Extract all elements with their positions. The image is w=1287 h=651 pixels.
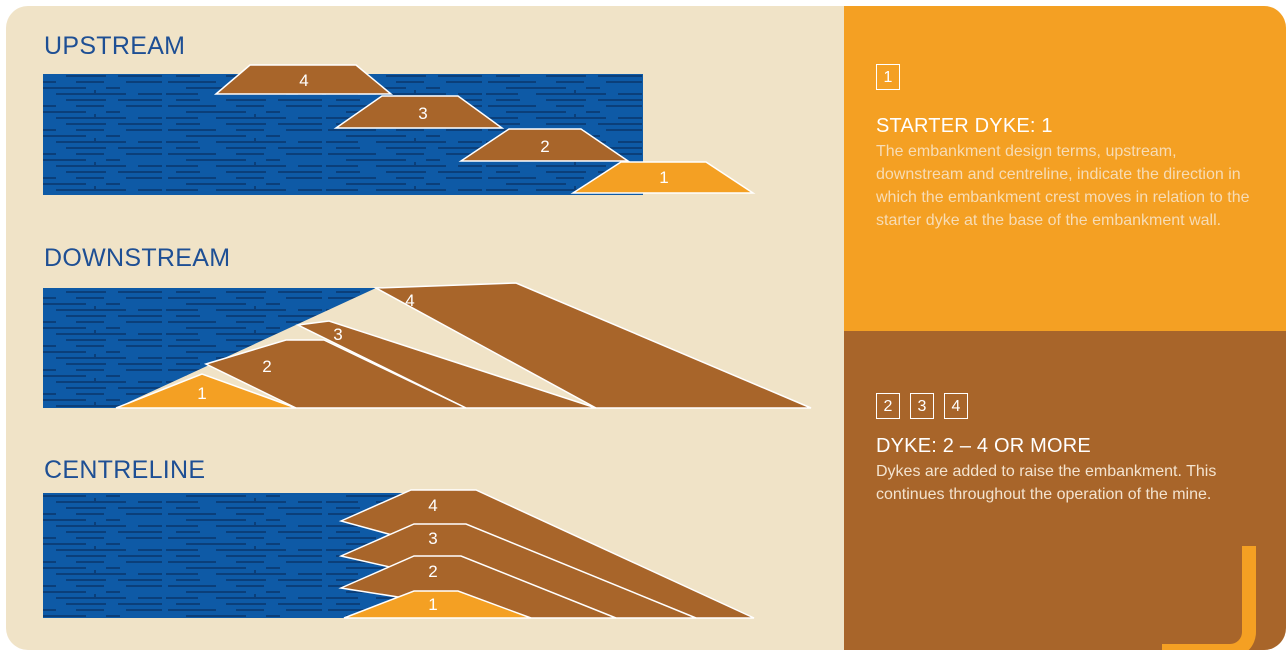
- embankment-diagrams: 4 3 2 1 4 3 2 1 4 3 2 1: [6, 6, 844, 650]
- raise-dyke-panel: 2 3 4 DYKE: 2 – 4 OR MORE Dykes are adde…: [844, 331, 1286, 650]
- centreline-dyke-3-label: 3: [428, 529, 437, 548]
- upstream-dyke-2-label: 2: [540, 137, 549, 156]
- corner-accent: [1162, 546, 1256, 650]
- step-badge-3: 3: [910, 393, 934, 419]
- downstream-title: DOWNSTREAM: [44, 244, 230, 273]
- centreline-diagram: 4 3 2 1: [43, 490, 754, 618]
- step-badge-4: 4: [944, 393, 968, 419]
- step-badge-2: 2: [876, 393, 900, 419]
- starter-dyke-heading: STARTER DYKE: 1: [876, 115, 1053, 138]
- downstream-dyke-1-label: 1: [197, 384, 206, 403]
- starter-dyke-description: The embankment design terms, upstream, d…: [876, 140, 1266, 232]
- starter-dyke-panel: 1 STARTER DYKE: 1 The embankment design …: [844, 6, 1286, 331]
- centreline-dyke-1-label: 1: [428, 595, 437, 614]
- upstream-diagram: 4 3 2 1: [43, 65, 753, 195]
- downstream-dyke-2-label: 2: [262, 357, 271, 376]
- step-badge-1: 1: [876, 64, 900, 90]
- centreline-dyke-2-label: 2: [428, 562, 437, 581]
- centreline-title: CENTRELINE: [44, 456, 205, 485]
- downstream-diagram: 4 3 2 1: [43, 283, 811, 408]
- raise-dyke-heading: DYKE: 2 – 4 OR MORE: [876, 435, 1091, 458]
- upstream-dyke-4-label: 4: [299, 71, 308, 90]
- upstream-dyke-3-label: 3: [418, 104, 427, 123]
- raise-dyke-description: Dykes are added to raise the embankment.…: [876, 460, 1276, 506]
- downstream-dyke-4-label: 4: [405, 291, 414, 310]
- upstream-title: UPSTREAM: [44, 32, 185, 61]
- centreline-dyke-4-label: 4: [428, 496, 437, 515]
- upstream-dyke-1-label: 1: [659, 168, 668, 187]
- embankment-infographic: 4 3 2 1 4 3 2 1 4 3 2 1: [6, 6, 1286, 650]
- downstream-dyke-3-label: 3: [333, 325, 342, 344]
